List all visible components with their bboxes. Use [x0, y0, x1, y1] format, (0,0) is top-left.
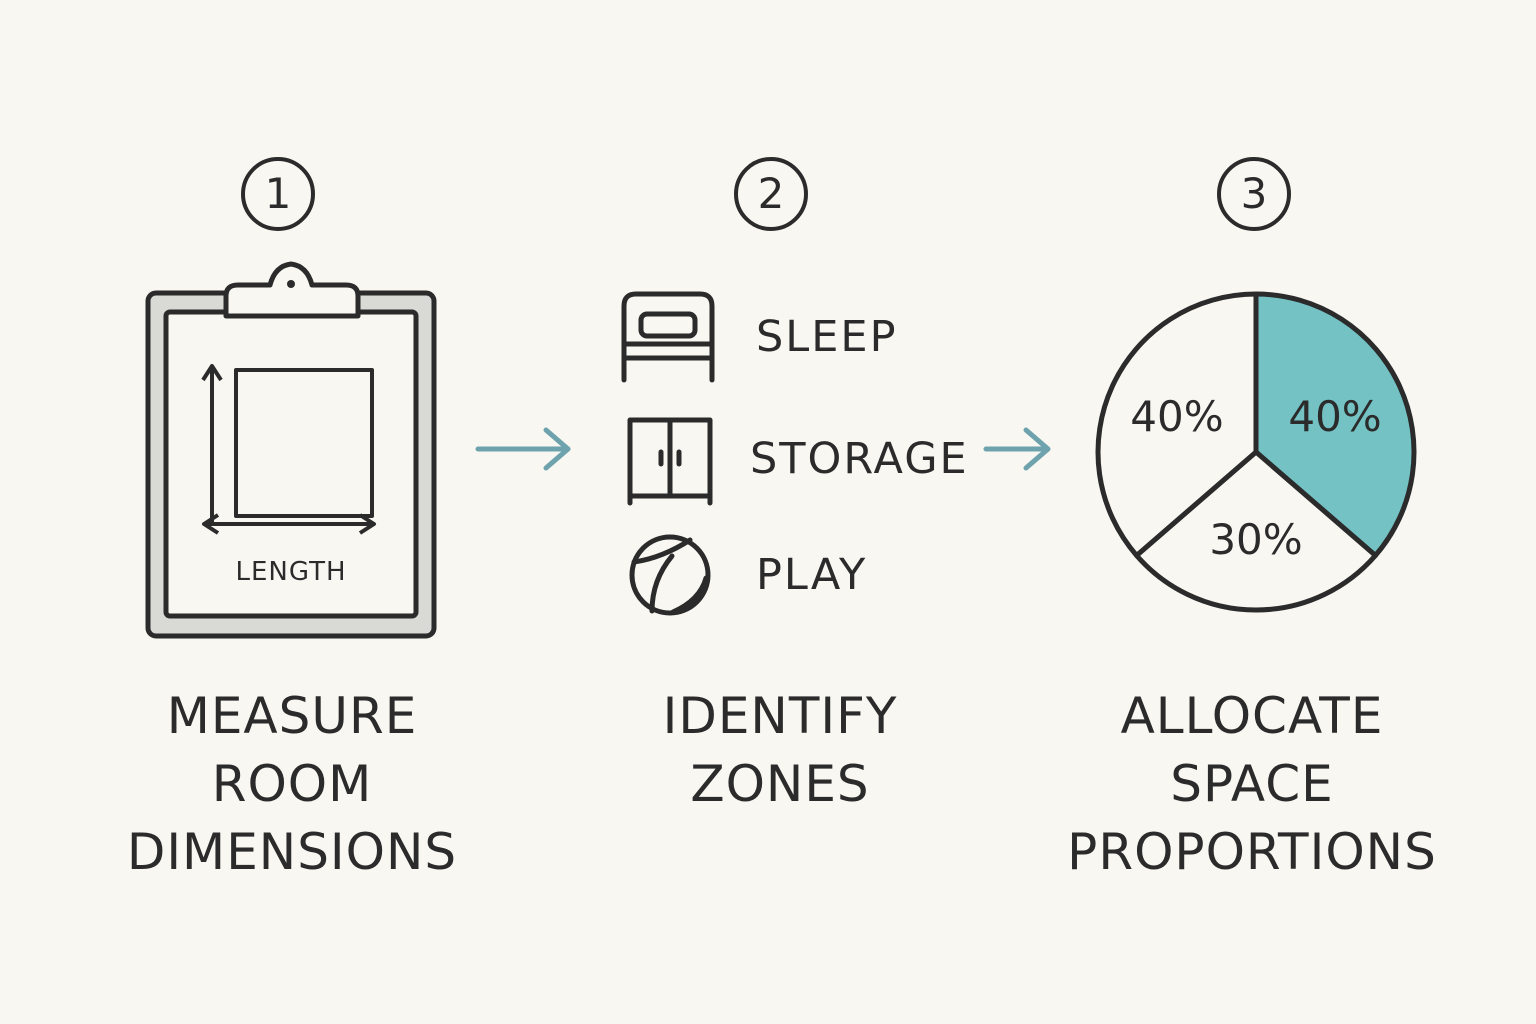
arrow-step2-to-step3 [983, 427, 1051, 471]
step-1-label: MEASURE ROOM DIMENSIONS [82, 682, 502, 886]
clipboard-length-label: LENGTH [235, 557, 346, 587]
step-3-label-line-3: PROPORTIONS [1067, 823, 1437, 881]
step-2-label: IDENTIFY ZONES [570, 682, 990, 818]
arrow-step1-to-step2 [475, 427, 571, 471]
step-3-badge: 3 [1217, 157, 1291, 231]
pie-slice-label-3: 40% [1130, 392, 1223, 441]
step-1-label-line-1: MEASURE [166, 687, 418, 745]
step-2-label-line-1: IDENTIFY [662, 687, 898, 745]
step-2-number: 2 [757, 169, 785, 218]
zone-label-play: PLAY [756, 550, 868, 600]
zone-label-sleep: SLEEP [756, 312, 898, 362]
step-2-badge: 2 [734, 157, 808, 231]
step-1-label-line-3: DIMENSIONS [126, 823, 458, 881]
allocation-pie-chart: 40% 30% 40% [1095, 291, 1417, 613]
step-1-number: 1 [264, 169, 292, 218]
wardrobe-icon [627, 417, 713, 506]
pie-slice-2 [1134, 449, 1378, 613]
step-2-label-line-2: ZONES [690, 755, 870, 813]
pie-slice-3 [1095, 291, 1259, 558]
step-3-label-line-1: ALLOCATE [1120, 687, 1384, 745]
step-3-label: ALLOCATE SPACE PROPORTIONS [1042, 682, 1462, 886]
pie-slice-label-2: 30% [1209, 515, 1302, 564]
step-3-label-line-2: SPACE [1170, 755, 1334, 813]
step-1-badge: 1 [241, 157, 315, 231]
bed-icon [621, 291, 715, 383]
step-1-label-line-2: ROOM [211, 755, 373, 813]
ball-icon [629, 534, 711, 616]
pie-slice-label-1: 40% [1288, 392, 1381, 441]
step-3-number: 3 [1240, 169, 1268, 218]
zone-label-storage: STORAGE [750, 434, 969, 484]
clipboard-icon [145, 261, 437, 639]
pie-slice-1 [1253, 291, 1417, 558]
